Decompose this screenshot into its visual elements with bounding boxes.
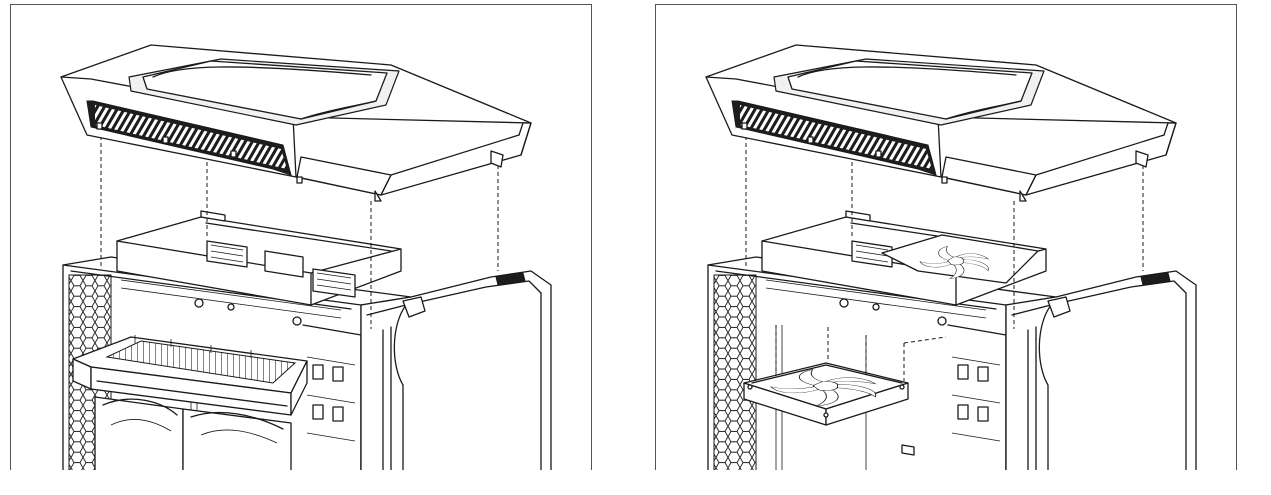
top-bracket-icon [116,210,402,306]
panel-left [10,4,592,470]
case-frame-icon [707,256,1057,470]
fan-icon [743,362,909,426]
radiator-install-diagram [60,44,552,470]
alignment-guides [745,129,1144,381]
top-fan-icon [881,234,1039,284]
fan-install-diagram [705,44,1197,470]
top-cover-icon [60,44,532,202]
front-panel-icon [360,270,552,470]
panel-right [655,4,1237,470]
front-panel-icon [1005,270,1197,470]
fan-pair-icon [94,396,292,470]
alignment-guides [100,129,499,329]
top-cover-icon [705,44,1177,202]
radiator-icon [72,335,308,416]
